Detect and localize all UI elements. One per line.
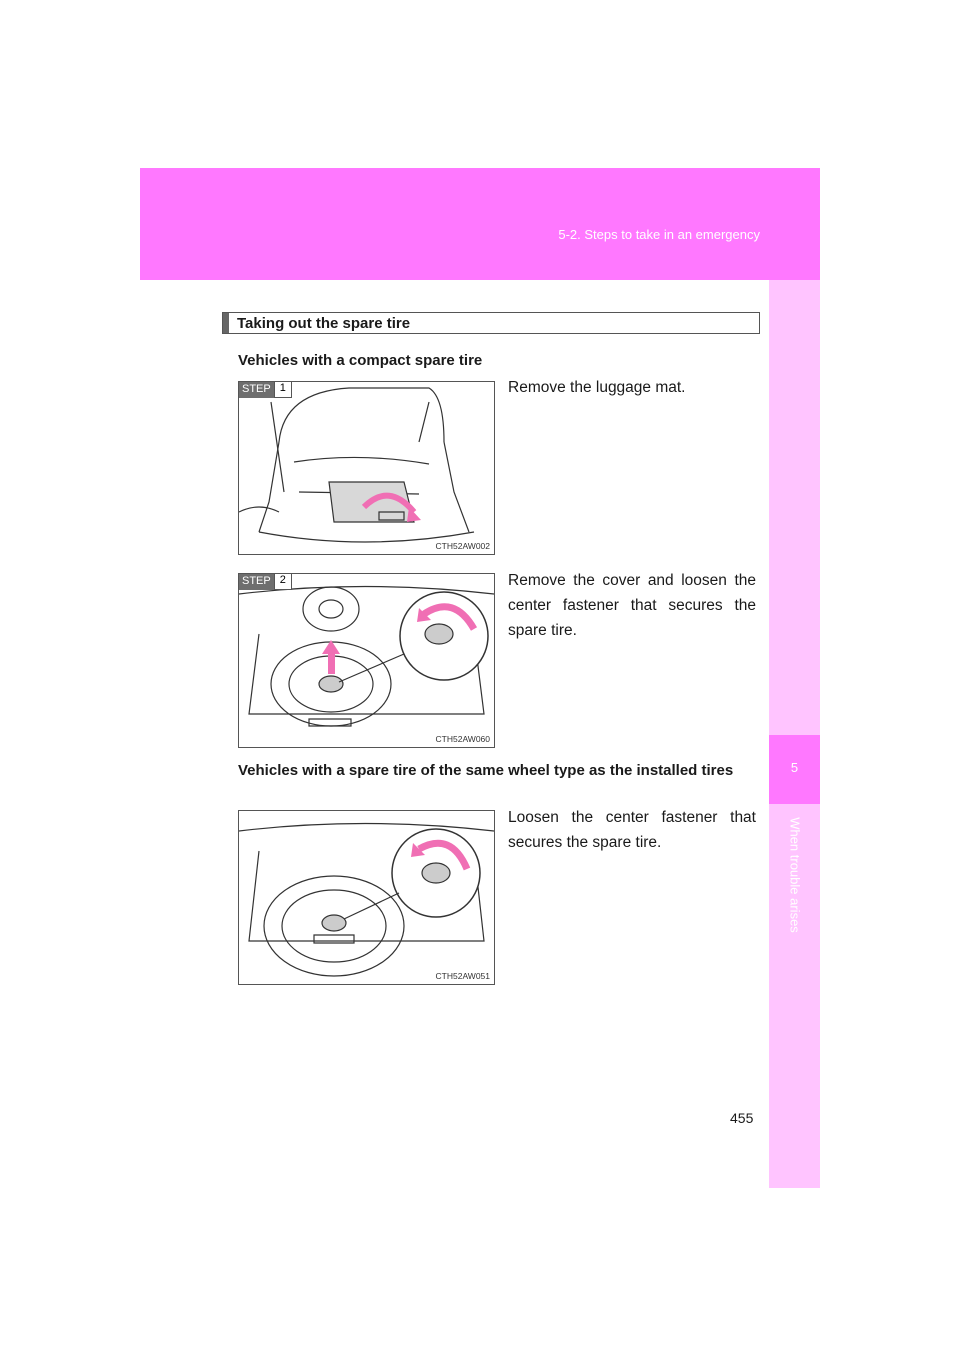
spare-tire-illustration xyxy=(239,585,494,727)
compact-heading: Vehicles with a compact spare tire xyxy=(238,352,483,369)
figure-step1: STEP 1 CTH52AW002 xyxy=(238,381,495,555)
section-title: Taking out the spare tire xyxy=(237,315,411,332)
side-tab-label: When trouble arises xyxy=(787,817,802,933)
page-number: 455 xyxy=(730,1110,754,1126)
section-marker xyxy=(223,313,229,333)
header-section-title: 5-2. Steps to take in an emergency xyxy=(558,227,760,242)
same-wheel-text: Loosen the center fastener that secures … xyxy=(508,809,756,851)
section-title-bar: Taking out the spare tire xyxy=(222,312,760,334)
figure-same-wheel: CTH52AW051 xyxy=(238,810,495,985)
trunk-illustration xyxy=(239,387,475,543)
step2-badge: STEP 2 xyxy=(239,574,292,590)
rotate-arrow-icon xyxy=(417,839,471,871)
step1-badge: STEP 1 xyxy=(239,382,292,398)
figure-code: CTH52AW002 xyxy=(435,541,490,551)
arrow-icon xyxy=(361,492,417,514)
full-spare-illustration xyxy=(239,822,494,977)
step1-text: Remove the luggage mat. xyxy=(508,379,686,396)
figure-code: CTH52AW051 xyxy=(435,971,490,981)
rotate-arrow-icon xyxy=(422,603,478,631)
figure-step2: STEP 2 CTH52AW060 xyxy=(238,573,495,748)
up-arrow-icon xyxy=(322,640,340,654)
step2-text: Remove the cover and loosen the center f… xyxy=(508,572,756,639)
side-tab-number: 5 xyxy=(769,735,820,804)
same-wheel-heading: Vehicles with a spare tire of the same w… xyxy=(238,762,734,779)
header-band: 5-2. Steps to take in an emergency xyxy=(140,168,820,280)
side-tab xyxy=(769,280,820,1188)
figure-code: CTH52AW060 xyxy=(435,734,490,744)
